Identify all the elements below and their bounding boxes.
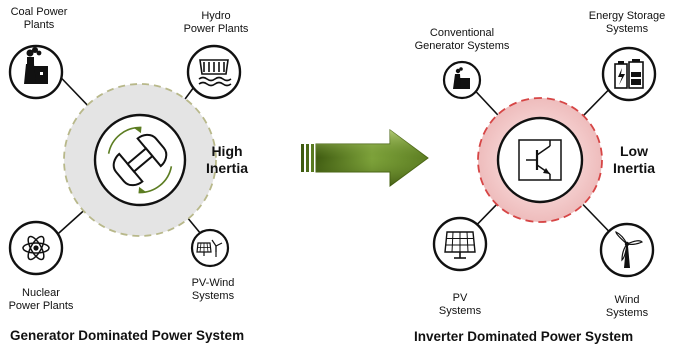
solar-panel-icon: [444, 231, 476, 259]
low-inertia-label: Low Inertia: [612, 143, 655, 176]
atom-icon: [22, 235, 50, 261]
generator-dominated-caption: Generator Dominated Power System: [10, 328, 245, 343]
wind-systems-label: Wind Systems: [605, 294, 649, 319]
high-inertia-label: High Inertia: [205, 143, 248, 176]
hydro-dam-icon: [198, 59, 232, 87]
inverter-dominated-caption: Inverter Dominated Power System: [414, 329, 634, 344]
pv-systems-node: [432, 216, 488, 272]
nuclear-power-plants-label: Nuclear Power Plants: [8, 287, 74, 312]
conventional-generator-node: [442, 60, 482, 100]
conventional-generator-label: Conventional Generator Systems: [414, 27, 510, 52]
transistor-icon: [518, 139, 562, 181]
wind-systems-node: [599, 222, 655, 278]
transition-arrow: [301, 129, 429, 187]
wind-turbine-icon: [615, 231, 644, 268]
hydro-power-plant-node: [186, 44, 242, 100]
coal-power-plant-node: [8, 44, 64, 100]
pv-wind-node: [190, 228, 230, 268]
energy-storage-label: Energy Storage Systems: [588, 10, 666, 35]
energy-storage-node: [601, 46, 657, 102]
small-plant-icon: [453, 67, 470, 89]
left-diagram: [8, 44, 242, 276]
pv-systems-label: PV Systems: [438, 292, 482, 317]
right-diagram: [432, 46, 657, 278]
coal-plant-icon: [24, 47, 48, 84]
coal-power-plants-label: Coal Power Plants: [10, 6, 68, 31]
battery-icon: [614, 59, 644, 89]
hydro-power-plants-label: Hydro Power Plants: [183, 10, 249, 35]
rotor-icon: [107, 126, 173, 194]
nuclear-power-plant-node: [8, 220, 64, 276]
pv-wind-systems-label: PV-Wind Systems: [191, 277, 235, 302]
pv-wind-icon: [196, 239, 223, 257]
